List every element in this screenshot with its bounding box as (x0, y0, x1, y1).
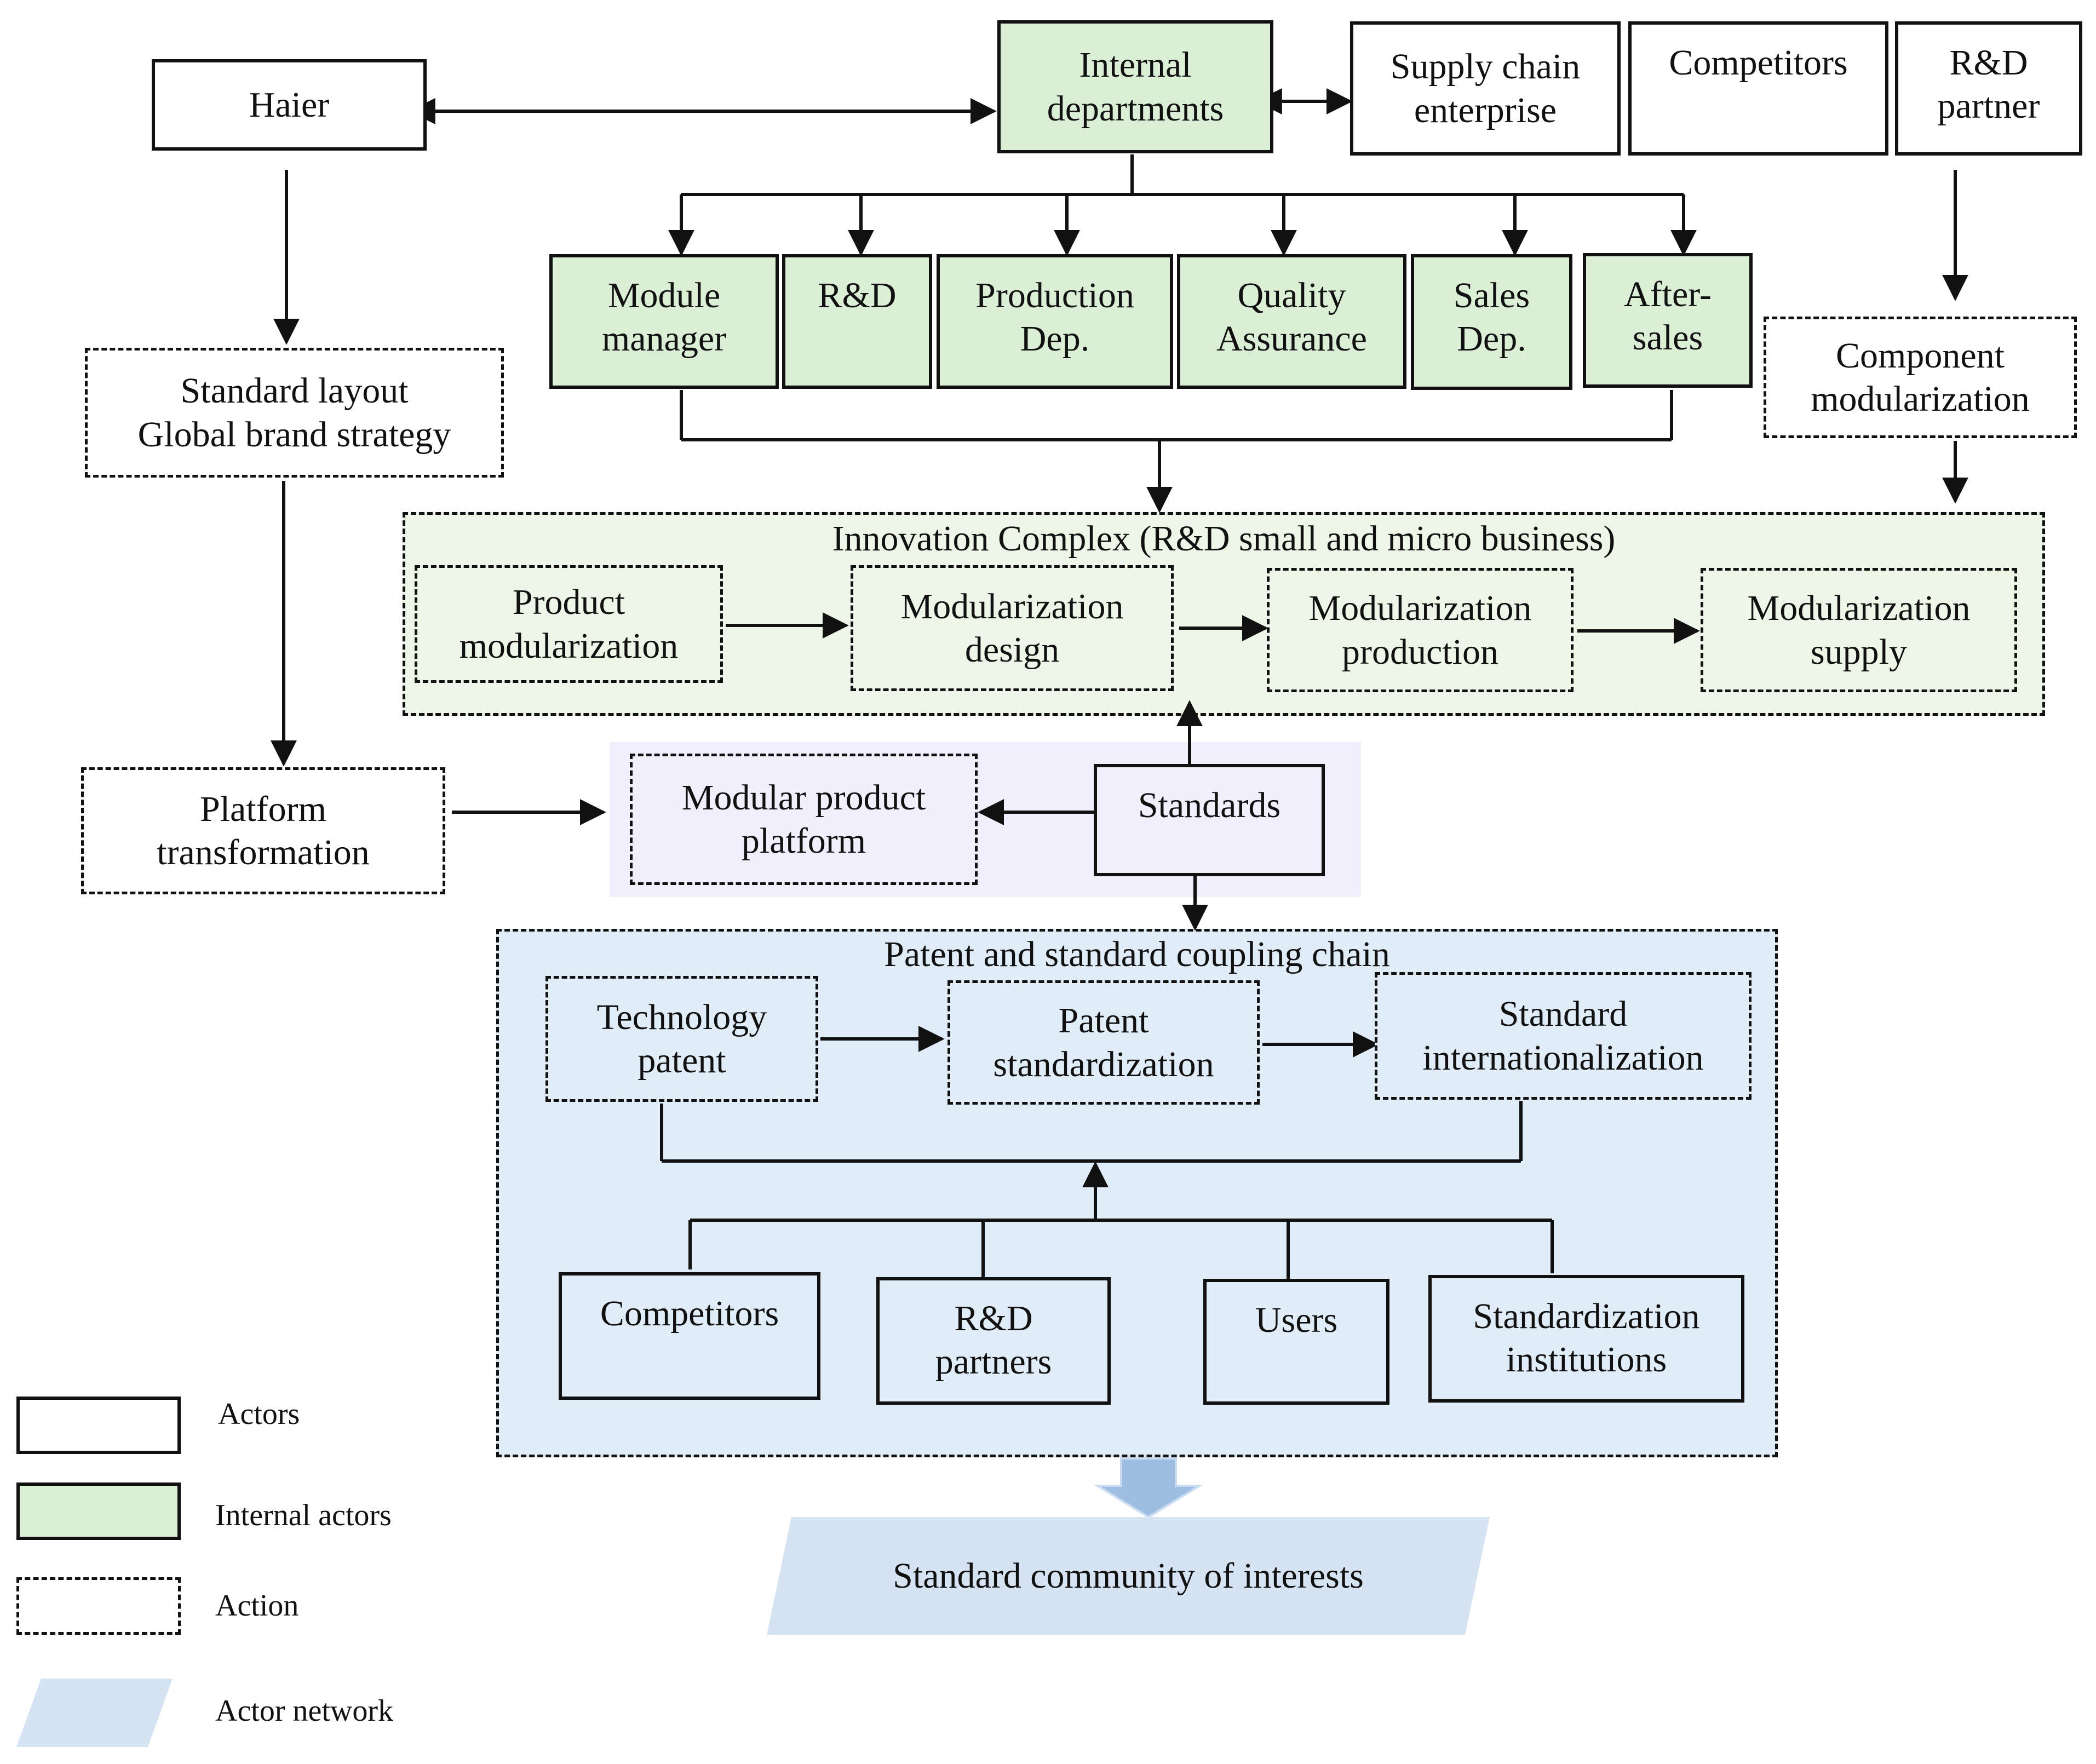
actor-internal-departments: Internal departments (997, 20, 1273, 153)
dept-after-sales-label: After- sales (1624, 274, 1712, 358)
dept-module-manager-label: Module manager (601, 275, 727, 359)
participant-competitors-label: Competitors (600, 1294, 779, 1334)
dept-rd-label: R&D (818, 275, 897, 315)
step-modularization-production: Modularization production (1267, 568, 1574, 692)
dept-rd: R&D (782, 254, 932, 389)
participant-rd-partners: R&D partners (876, 1277, 1111, 1405)
legend-actor-network-label: Actor network (215, 1694, 394, 1728)
step-technology-patent-label: Technology patent (596, 997, 767, 1081)
actor-rd-partner-top-label: R&D partner (1937, 43, 2040, 127)
step-patent-standardization: Patent standardization (947, 980, 1260, 1105)
actor-supply-chain-label: Supply chain enterprise (1390, 47, 1581, 130)
dept-production-label: Production Dep. (975, 275, 1134, 359)
legend-actors-label: Actors (218, 1397, 300, 1431)
action-component-modularization: Component modularization (1764, 317, 2077, 438)
legend-internal-actors-label: Internal actors (215, 1498, 392, 1532)
innovation-complex-title: Innovation Complex (R&D small and micro … (832, 519, 1616, 559)
participant-users-label: Users (1255, 1300, 1338, 1340)
dept-sales-label: Sales Dep. (1453, 275, 1530, 359)
action-component-modularization-label: Component modularization (1811, 335, 2030, 419)
action-standard-layout-label: Standard layout Global brand strategy (137, 371, 451, 455)
standards-label: Standards (1138, 785, 1281, 825)
network-shape (767, 1517, 1490, 1635)
legend-action-swatch (16, 1577, 181, 1635)
legend-actors-swatch (16, 1397, 181, 1454)
step-modularization-design: Modularization design (851, 565, 1174, 691)
step-product-modularization: Product modularization (415, 565, 723, 683)
actor-internal-departments-label: Internal departments (1047, 45, 1224, 129)
modular-product-platform: Modular product platform (630, 754, 978, 885)
participant-standardization-institutions: Standardization institutions (1428, 1275, 1744, 1403)
dept-quality-assurance-label: Quality Assurance (1216, 275, 1367, 359)
participant-rd-partners-label: R&D partners (935, 1298, 1052, 1382)
action-standard-layout: Standard layout Global brand strategy (85, 348, 504, 478)
step-modularization-supply-label: Modularization supply (1747, 588, 1971, 672)
dept-production: Production Dep. (937, 254, 1173, 389)
step-standard-internationalization-label: Standard internationalization (1422, 994, 1704, 1078)
action-platform-transformation: Platform transformation (81, 767, 445, 894)
network-standard-community: Standard community of interests (767, 1517, 1490, 1635)
patent-chain-title: Patent and standard coupling chain (884, 934, 1390, 974)
dept-quality-assurance: Quality Assurance (1177, 254, 1406, 389)
dept-module-manager: Module manager (549, 254, 779, 389)
step-technology-patent: Technology patent (545, 976, 818, 1102)
legend-action-label: Action (215, 1589, 299, 1623)
legend-actor-network-swatch (16, 1679, 173, 1747)
participant-competitors: Competitors (559, 1272, 820, 1400)
actor-haier-label: Haier (249, 84, 330, 125)
actor-rd-partner-top: R&D partner (1895, 21, 2082, 156)
dept-sales: Sales Dep. (1411, 254, 1572, 390)
step-modularization-design-label: Modularization design (900, 586, 1124, 670)
step-product-modularization-label: Product modularization (459, 582, 679, 666)
network-standard-community-label: Standard community of interests (893, 1555, 1364, 1596)
legend-internal-actors-swatch (16, 1483, 181, 1540)
dept-after-sales: After- sales (1583, 253, 1753, 388)
participant-users: Users (1203, 1279, 1389, 1405)
step-modularization-production-label: Modularization production (1308, 588, 1532, 672)
participant-standardization-institutions-label: Standardization institutions (1473, 1296, 1700, 1380)
modular-product-platform-label: Modular product platform (681, 777, 926, 861)
actor-competitors-top: Competitors (1628, 21, 1888, 156)
actor-competitors-top-label: Competitors (1669, 43, 1848, 83)
actor-supply-chain: Supply chain enterprise (1350, 21, 1621, 156)
step-modularization-supply: Modularization supply (1701, 568, 2017, 692)
standards-box: Standards (1094, 764, 1325, 876)
action-platform-transformation-label: Platform transformation (157, 789, 370, 872)
step-patent-standardization-label: Patent standardization (993, 1001, 1214, 1084)
step-standard-internationalization: Standard internationalization (1375, 972, 1752, 1100)
actor-haier: Haier (152, 59, 427, 151)
